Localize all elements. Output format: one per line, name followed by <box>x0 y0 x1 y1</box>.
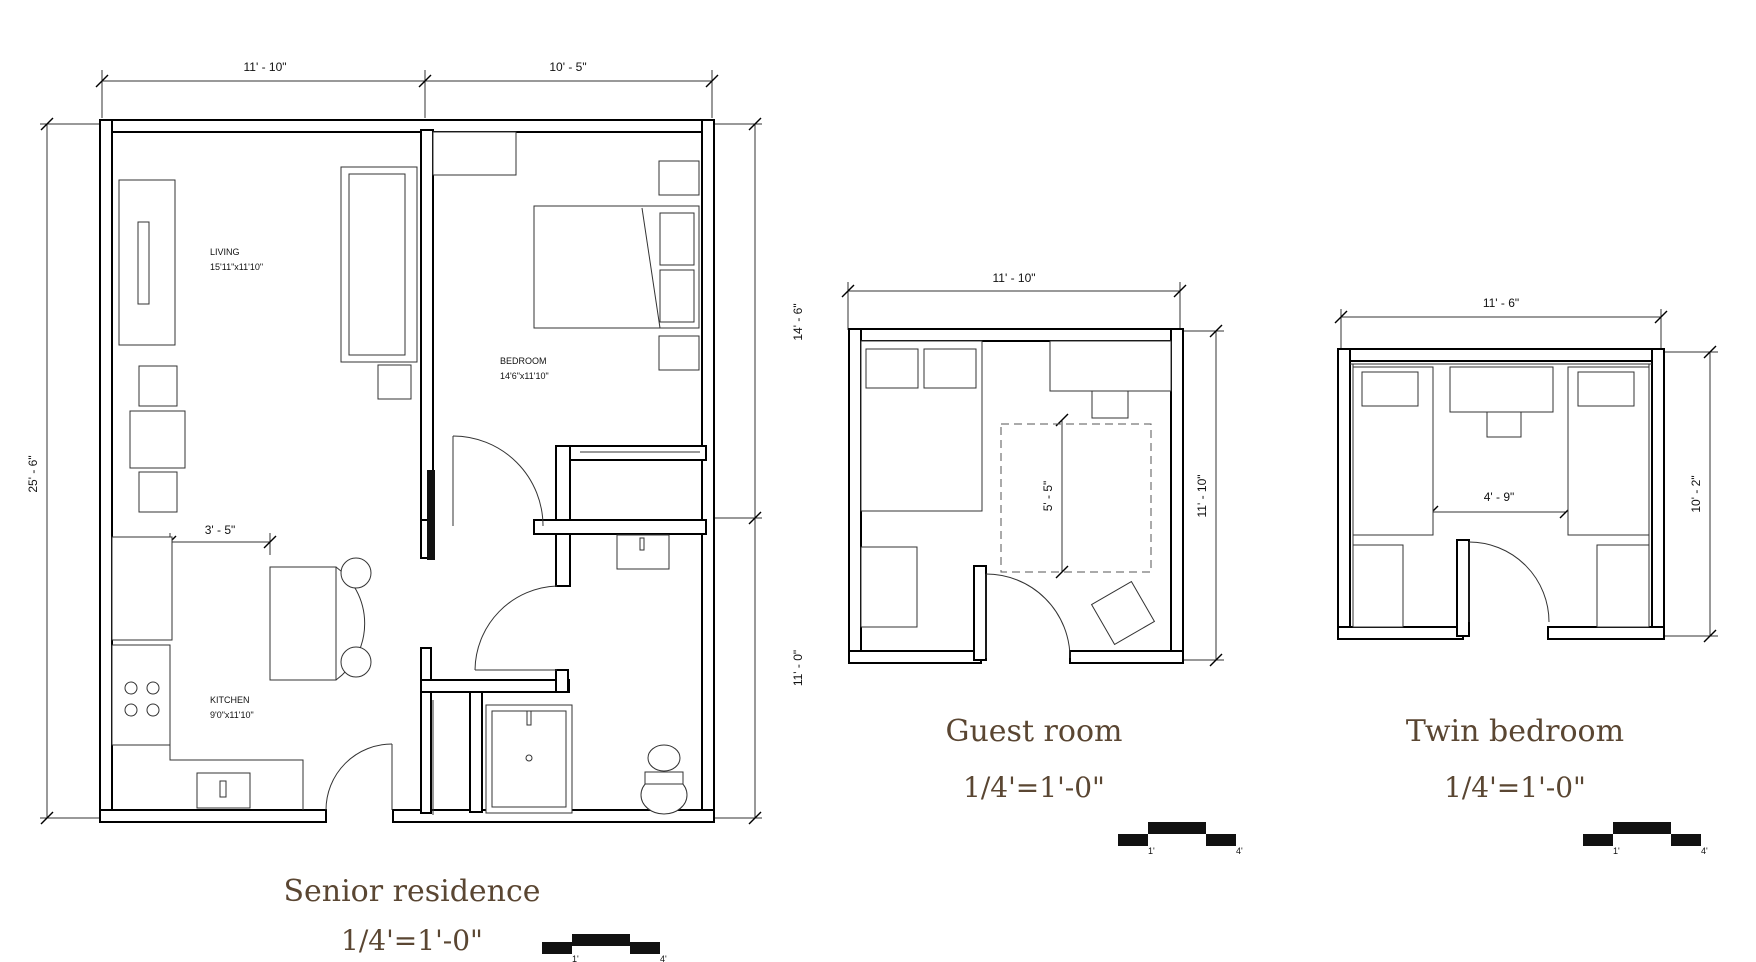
guest-scale-bar-left: 1' <box>1148 846 1155 856</box>
guest-dim-top: 11' - 10" <box>992 271 1035 285</box>
senior-residence-title: Senior residence <box>283 874 540 909</box>
senior-dim-top-left: 11' - 10" <box>243 60 286 74</box>
twin-dim-inner: 4' - 9" <box>1484 490 1515 504</box>
twin-dim-top: 11' - 6" <box>1483 296 1519 310</box>
senior-furniture <box>111 131 700 815</box>
senior-residence-scale: 1/4'=1'-0" <box>341 924 483 957</box>
bedroom-size: 14'6"x11'10" <box>500 371 549 381</box>
twin-scale-bar <box>1583 822 1701 846</box>
guest-room-scale: 1/4'=1'-0" <box>963 771 1105 804</box>
guest-dim-inner: 5' - 5" <box>1041 481 1055 512</box>
twin-bedroom-plan: 11' - 6" 10' - 2" 4' - 9" <box>1334 296 1718 856</box>
twin-dimension-lines <box>1334 309 1718 643</box>
guest-furniture <box>860 340 1172 646</box>
senior-exterior-walls <box>99 119 715 823</box>
twin-bedroom-title: Twin bedroom <box>1406 714 1624 749</box>
guest-scale-bar <box>1118 822 1236 846</box>
senior-interior-walls <box>420 129 707 815</box>
twin-dim-right: 10' - 2" <box>1689 475 1703 512</box>
senior-dim-right-lower: 11' - 0" <box>791 650 805 686</box>
living-room-label: LIVING <box>210 247 240 257</box>
senior-dim-left: 25' - 6" <box>26 455 40 492</box>
kitchen-size: 9'0"x11'10" <box>210 710 254 720</box>
senior-scale-bar-left: 1' <box>572 954 579 962</box>
twin-door-swing <box>1468 541 1550 623</box>
senior-scale-bar-right: 4' <box>660 954 667 962</box>
twin-scale-bar-right: 4' <box>1701 846 1708 856</box>
guest-walls <box>848 328 1184 664</box>
senior-dimension-lines <box>40 70 762 825</box>
twin-furniture <box>1352 366 1650 628</box>
senior-door-swings <box>325 435 700 811</box>
twin-scale-bar-left: 1' <box>1613 846 1620 856</box>
senior-dim-top-right: 10' - 5" <box>549 60 586 74</box>
guest-door-swing <box>985 573 1071 659</box>
senior-residence-plan: 11' - 10" 10' - 5" 25' - 6" 14' - 6" 11'… <box>26 60 805 962</box>
guest-dimension-lines <box>841 282 1224 667</box>
kitchen-label: KITCHEN <box>210 695 250 705</box>
guest-scale-bar-right: 4' <box>1236 846 1243 856</box>
guest-room-plan: 11' - 10" 11' - 10" 5' - 5" Guest room 1 <box>841 271 1243 856</box>
guest-dim-right: 11' - 10" <box>1195 474 1209 517</box>
senior-scale-bar <box>542 934 660 954</box>
senior-dim-right-upper: 14' - 6" <box>791 303 805 340</box>
twin-bedroom-scale: 1/4'=1'-0" <box>1444 771 1586 804</box>
guest-room-title: Guest room <box>946 714 1123 749</box>
bedroom-label: BEDROOM <box>500 356 547 366</box>
senior-dim-kitchen-counter: 3' - 5" <box>205 523 236 537</box>
twin-walls <box>1337 348 1665 640</box>
living-room-size: 15'11"x11'10" <box>210 262 263 272</box>
